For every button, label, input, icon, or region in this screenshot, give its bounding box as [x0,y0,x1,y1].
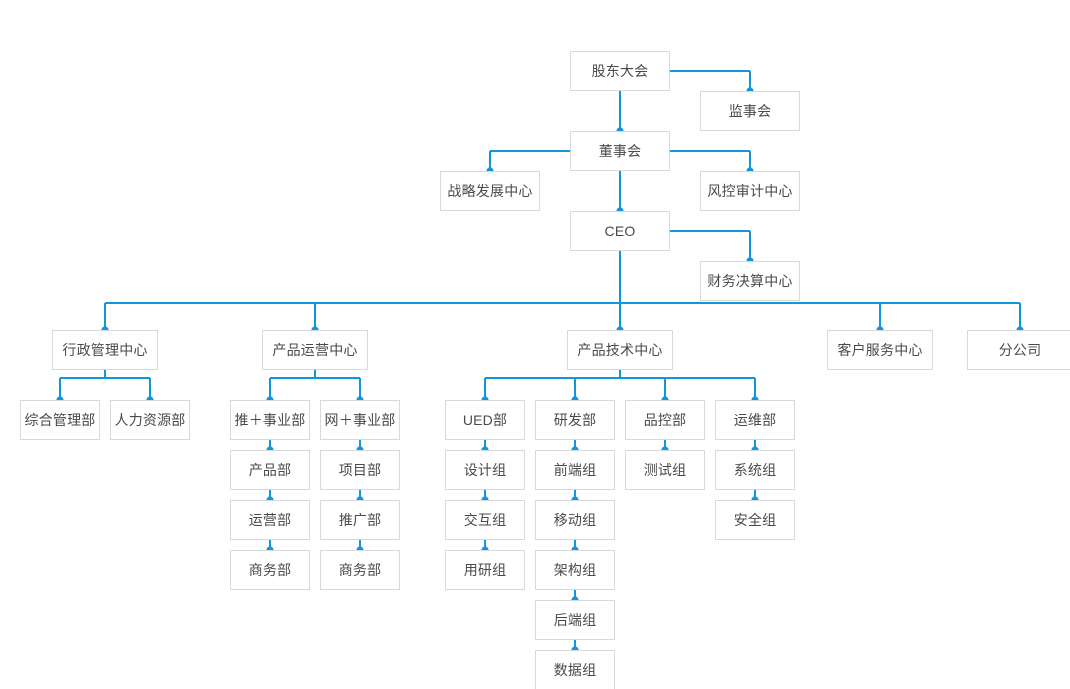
org-node-label: 后端组 [553,612,597,628]
org-node-n22[interactable]: 商务部 [320,550,400,590]
org-node-n33[interactable]: 品控部 [625,400,705,440]
org-node-label: 财务决算中心 [707,273,793,289]
org-node-label: 项目部 [338,462,382,478]
org-node-n20[interactable]: 项目部 [320,450,400,490]
org-node-n16[interactable]: 产品部 [230,450,310,490]
org-node-label: 网＋事业部 [324,412,396,428]
org-node-label: 风控审计中心 [707,183,793,199]
org-node-label: 数据组 [553,662,597,678]
org-node-label: 商务部 [248,562,292,578]
org-node-n15[interactable]: 推＋事业部 [230,400,310,440]
org-node-label: 人力资源部 [114,412,186,428]
org-node-n36[interactable]: 系统组 [715,450,795,490]
org-node-label: 运营部 [248,512,292,528]
org-node-label: 商务部 [338,562,382,578]
org-node-n8[interactable]: 行政管理中心 [52,330,158,370]
org-node-label: 产品技术中心 [577,342,663,358]
org-node-label: 品控部 [643,412,687,428]
org-node-n37[interactable]: 安全组 [715,500,795,540]
org-node-label: 推广部 [338,512,382,528]
org-node-n14[interactable]: 人力资源部 [110,400,190,440]
org-node-label: 综合管理部 [24,412,96,428]
org-node-n27[interactable]: 研发部 [535,400,615,440]
org-node-label: 用研组 [463,562,507,578]
org-node-label: 系统组 [733,462,777,478]
org-node-label: 安全组 [733,512,777,528]
org-node-n1[interactable]: 股东大会 [570,51,670,91]
org-node-n10[interactable]: 产品技术中心 [567,330,673,370]
org-node-label: 前端组 [553,462,597,478]
org-node-n4[interactable]: 战略发展中心 [440,171,540,211]
org-node-label: 产品部 [248,462,292,478]
org-node-label: 行政管理中心 [62,342,148,358]
org-node-label: 测试组 [643,462,687,478]
org-node-n29[interactable]: 移动组 [535,500,615,540]
org-node-n19[interactable]: 网＋事业部 [320,400,400,440]
org-node-n24[interactable]: 设计组 [445,450,525,490]
org-node-n11[interactable]: 客户服务中心 [827,330,933,370]
org-node-n6[interactable]: CEO [570,211,670,251]
org-node-n12[interactable]: 分公司 [967,330,1070,370]
org-node-label: UED部 [462,412,508,428]
org-node-n28[interactable]: 前端组 [535,450,615,490]
org-node-n35[interactable]: 运维部 [715,400,795,440]
org-node-n21[interactable]: 推广部 [320,500,400,540]
org-node-label: 战略发展中心 [447,183,533,199]
org-node-n25[interactable]: 交互组 [445,500,525,540]
org-node-label: 交互组 [463,512,507,528]
org-node-label: 架构组 [553,562,597,578]
org-node-n34[interactable]: 测试组 [625,450,705,490]
org-node-label: 董事会 [598,143,642,159]
org-node-n31[interactable]: 后端组 [535,600,615,640]
org-node-n32[interactable]: 数据组 [535,650,615,689]
org-node-label: 客户服务中心 [837,342,923,358]
org-node-n3[interactable]: 董事会 [570,131,670,171]
org-node-label: 运维部 [733,412,777,428]
org-node-label: 推＋事业部 [234,412,306,428]
org-node-n23[interactable]: UED部 [445,400,525,440]
org-node-label: 移动组 [553,512,597,528]
org-node-label: 监事会 [728,103,772,119]
org-node-n17[interactable]: 运营部 [230,500,310,540]
org-node-n13[interactable]: 综合管理部 [20,400,100,440]
org-node-n18[interactable]: 商务部 [230,550,310,590]
org-node-label: 产品运营中心 [272,342,358,358]
org-node-label: 设计组 [463,462,507,478]
org-node-label: 分公司 [998,342,1042,358]
org-node-label: 股东大会 [591,63,649,79]
org-node-n7[interactable]: 财务决算中心 [700,261,800,301]
org-node-n2[interactable]: 监事会 [700,91,800,131]
org-node-label: 研发部 [553,412,597,428]
org-node-n30[interactable]: 架构组 [535,550,615,590]
org-node-n5[interactable]: 风控审计中心 [700,171,800,211]
org-node-n26[interactable]: 用研组 [445,550,525,590]
org-node-label: CEO [604,223,636,239]
org-node-n9[interactable]: 产品运营中心 [262,330,368,370]
